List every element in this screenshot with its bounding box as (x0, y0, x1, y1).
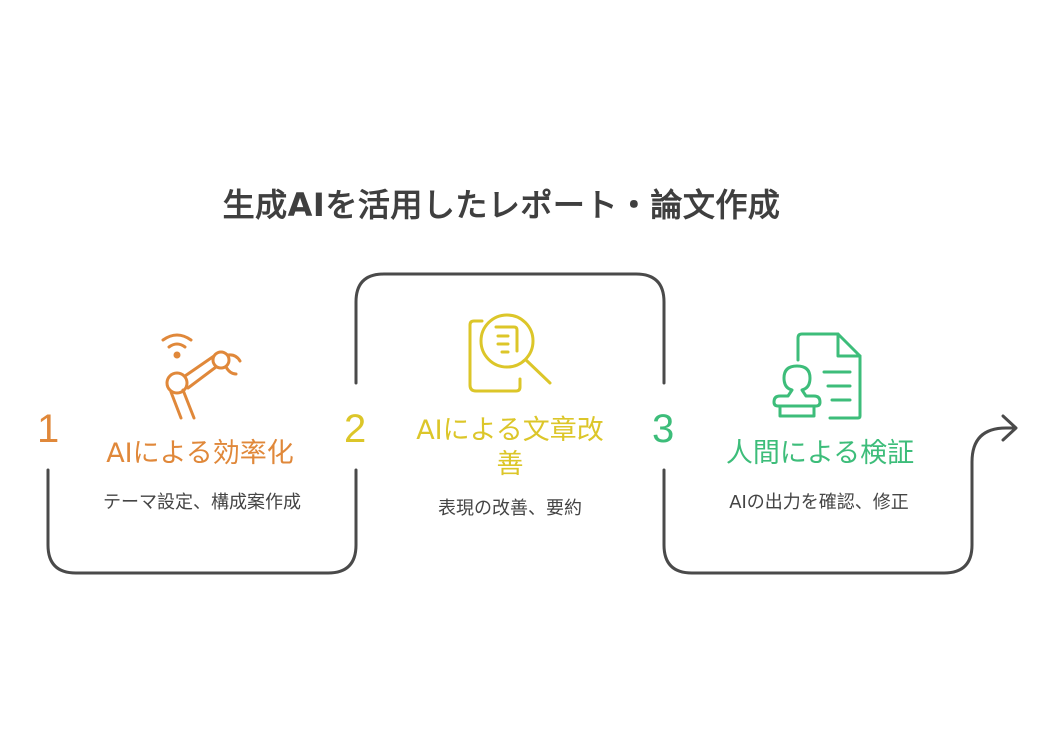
step-2-title: AIによる文章改善 (416, 415, 604, 480)
step-3-description: AIの出力を確認、修正 (729, 492, 909, 513)
document-stamp-icon (772, 332, 862, 420)
step-1-number: 1 (37, 407, 60, 451)
step-1-description: テーマ設定、構成案作成 (103, 492, 301, 513)
step-3-title: 人間による検証 (725, 438, 915, 469)
step-3-number: 3 (652, 407, 675, 451)
robot-arm-wifi-icon (161, 333, 242, 420)
step-2-description: 表現の改善、要約 (438, 498, 582, 519)
diagram-title: 生成AIを活用したレポート・論文作成 (222, 186, 781, 224)
document-magnifier-icon (468, 313, 552, 393)
step-2-number: 2 (344, 407, 367, 451)
step-1-title: AIによる効率化 (106, 438, 294, 469)
